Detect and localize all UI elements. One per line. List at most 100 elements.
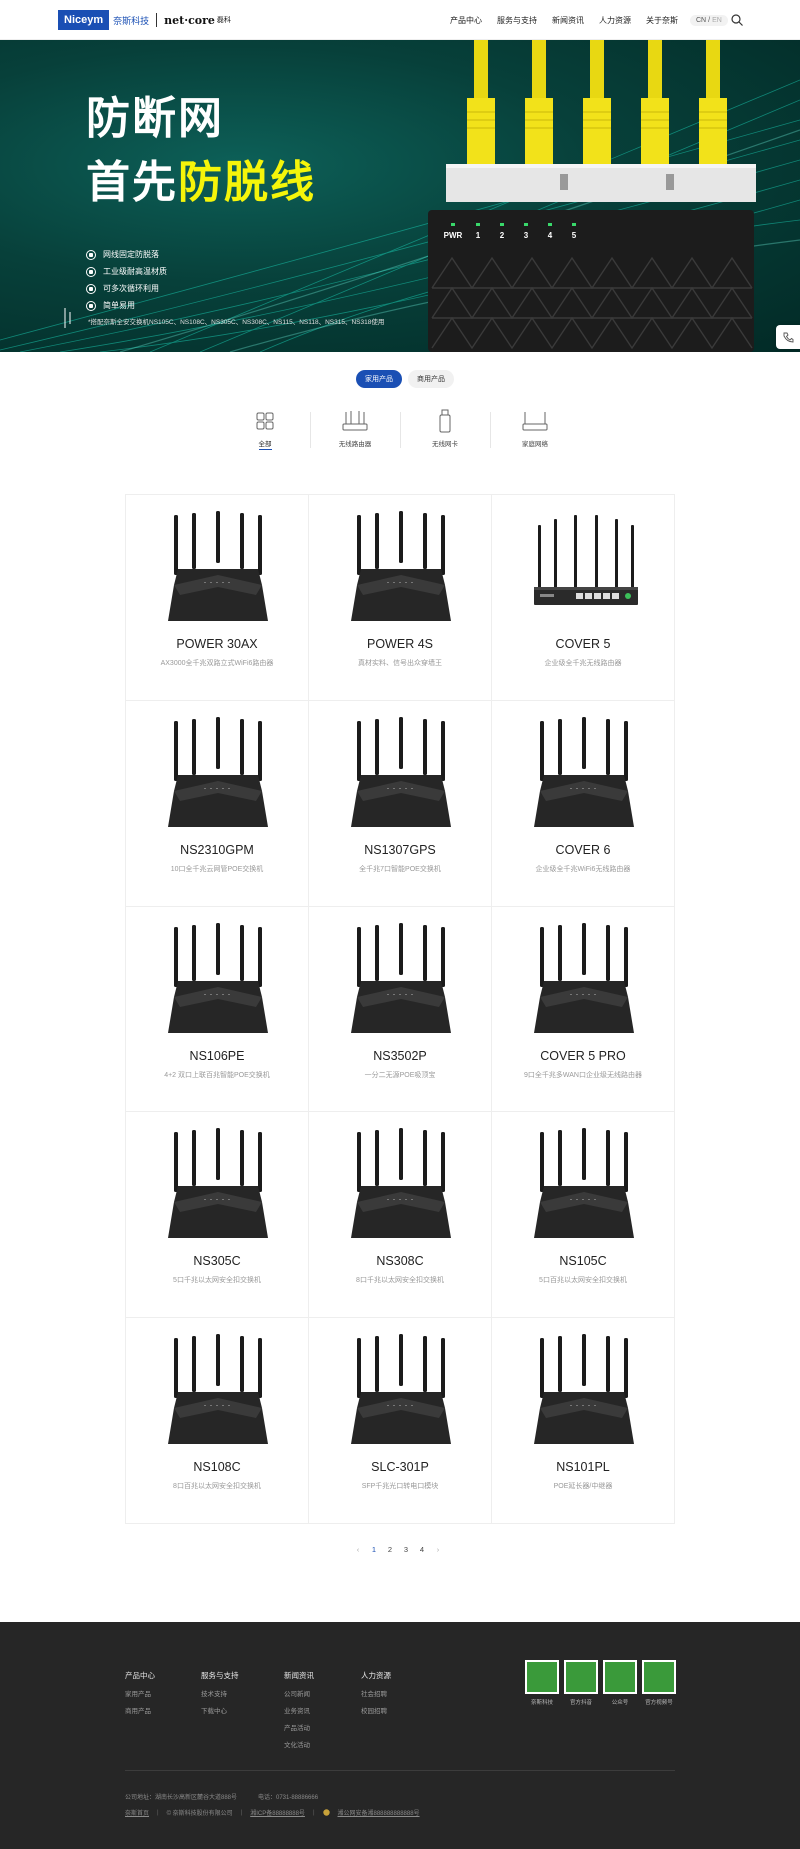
product-name[interactable]: POWER 4S (367, 637, 433, 651)
category-home-network[interactable]: 家庭网络 (490, 408, 580, 454)
product-name[interactable]: NS106PE (189, 1048, 245, 1063)
lang-en[interactable]: EN (712, 17, 722, 24)
banner-title-line2: 首先防脱线 (86, 146, 316, 210)
footer-icp-link[interactable]: 湘ICP备88888888号 (250, 1811, 305, 1817)
category-label: 全部 (258, 438, 272, 450)
footer-phone: 电话：0731-88886666 (258, 1795, 319, 1801)
product-name[interactable]: NS308C (376, 1254, 424, 1269)
footer-link[interactable]: 文化活动 (284, 1742, 310, 1749)
brand-logo[interactable]: Niceym 奈斯科技 net·core 磊科 (58, 10, 231, 30)
product-description: 5口百兆以太网安全扣交换机 (539, 1277, 627, 1285)
footer-link[interactable]: 校园招聘 (361, 1708, 387, 1715)
footer-link[interactable]: 家用产品 (125, 1691, 151, 1698)
footer-link[interactable]: 技术支持 (201, 1691, 227, 1698)
top-header: Niceym 奈斯科技 net·core 磊科 产品中心 服务与支持 新闻资讯 … (0, 0, 800, 40)
pagination-page-1[interactable]: 1 (371, 1545, 377, 1554)
router-product-image (534, 1128, 634, 1239)
footer-col-title[interactable]: 产品中心 (125, 1671, 155, 1680)
product-name[interactable]: POWER 30AX (176, 637, 258, 651)
logo-netcore: net·core (164, 13, 215, 27)
nav-item-news[interactable]: 新闻资讯 (552, 15, 584, 25)
side-contact-widget[interactable] (776, 325, 800, 349)
nav-item-products[interactable]: 产品中心 (450, 15, 482, 25)
product-description: 9口全千兆多WAN口企业级无线路由器 (524, 1071, 642, 1079)
product-card[interactable]: NS108C 8口百兆以太网安全扣交换机 (126, 1318, 309, 1524)
footer-link[interactable]: 公司新闻 (284, 1691, 310, 1698)
search-icon[interactable] (731, 14, 743, 26)
product-card[interactable]: COVER 5 PRO 9口全千兆多WAN口企业级无线路由器 (492, 906, 675, 1113)
pagination-page-2[interactable]: 2 (387, 1545, 393, 1554)
qr-code-group: 奈斯科技 官方抖音 公众号 官方视频号 (525, 1660, 676, 1706)
footer-link[interactable]: 社会招聘 (361, 1691, 387, 1698)
product-card[interactable]: NS101PL POE延长器/中继器 (492, 1318, 675, 1524)
product-name[interactable]: NS101PL (556, 1460, 610, 1475)
hero-banner[interactable]: PWR 1 2 3 4 5 防断网 首先防脱线 网线固定防脱落 工业级耐高温材质… (0, 40, 800, 352)
category-label: 家庭网络 (522, 441, 548, 448)
category-wireless-adapter[interactable]: 无线网卡 (400, 408, 490, 454)
feature-label: 可多次循环利用 (103, 284, 159, 293)
qr-code-label: 官方抖音 (569, 1700, 592, 1706)
footer-home-link[interactable]: 奈斯首页 (125, 1811, 150, 1817)
pagination-prev[interactable]: ‹ (356, 1545, 360, 1554)
footer-link[interactable]: 下载中心 (201, 1708, 227, 1715)
product-description: POE延长器/中继器 (553, 1483, 613, 1491)
product-name[interactable]: NS1307GPS (364, 842, 436, 857)
nav-item-about[interactable]: 关于奈斯 (646, 15, 678, 25)
pagination-next[interactable]: › (436, 1545, 440, 1554)
nav-item-hr[interactable]: 人力资源 (599, 15, 631, 25)
cover5-product-image (534, 515, 638, 605)
product-name[interactable]: NS2310GPM (180, 842, 254, 857)
product-name[interactable]: NS105C (559, 1254, 607, 1269)
router-product-image (168, 1334, 268, 1445)
category-wireless-router[interactable]: 无线路由器 (310, 408, 400, 454)
product-name[interactable]: NS3502P (373, 1048, 427, 1063)
product-name[interactable]: COVER 6 (555, 842, 611, 857)
product-name[interactable]: SLC-301P (371, 1460, 429, 1475)
router-product-image (351, 922, 451, 1033)
qr-code-item: 公众号 (603, 1660, 637, 1706)
footer-col-title[interactable]: 服务与支持 (201, 1671, 239, 1680)
cable-group (467, 40, 727, 166)
tab-business-products[interactable]: 商用产品 (408, 370, 454, 388)
footer-separator: | (240, 1809, 243, 1816)
category-label: 无线路由器 (338, 441, 372, 448)
port-label-4: 4 (548, 231, 553, 240)
product-name[interactable]: COVER 5 (555, 637, 611, 651)
category-all[interactable]: 全部 (220, 408, 310, 454)
product-name[interactable]: NS108C (193, 1460, 241, 1475)
qr-code-image (525, 1660, 559, 1694)
product-name[interactable]: NS305C (193, 1254, 241, 1269)
product-description: 8口千兆以太网安全扣交换机 (356, 1277, 444, 1285)
pagination-page-4[interactable]: 4 (419, 1545, 425, 1554)
product-description: 8口百兆以太网安全扣交换机 (173, 1483, 261, 1491)
product-name[interactable]: COVER 5 PRO (540, 1048, 626, 1063)
nav-item-support[interactable]: 服务与支持 (497, 15, 537, 25)
footer-link[interactable]: 商用产品 (125, 1708, 151, 1715)
pagination-page-3[interactable]: 3 (403, 1545, 409, 1554)
feature-label: 工业级耐高温材质 (103, 267, 167, 276)
footer-col-title[interactable]: 人力资源 (361, 1671, 391, 1680)
footer-link[interactable]: 业务资讯 (284, 1708, 310, 1715)
qr-code-item: 奈斯科技 (525, 1660, 559, 1706)
product-card[interactable]: NS308C 8口千兆以太网安全扣交换机 (309, 1112, 492, 1319)
tab-home-products[interactable]: 家用产品 (356, 370, 402, 388)
footer-link[interactable]: 产品活动 (284, 1725, 310, 1732)
usb-adapter-icon (439, 409, 451, 433)
lang-cn[interactable]: CN (696, 17, 707, 24)
footer-police-link[interactable]: 湘公网安备湘888888888888号 (337, 1811, 420, 1817)
logo-separator (156, 13, 158, 27)
footer-col-title[interactable]: 新闻资讯 (284, 1671, 314, 1680)
banner-note: *搭配奈斯全安交换机NS105C、NS108C、NS305C、NS308C、NS… (88, 319, 385, 326)
product-card[interactable]: NS105C 5口百兆以太网安全扣交换机 (492, 1112, 675, 1319)
language-switch[interactable]: CN / EN (690, 15, 728, 26)
